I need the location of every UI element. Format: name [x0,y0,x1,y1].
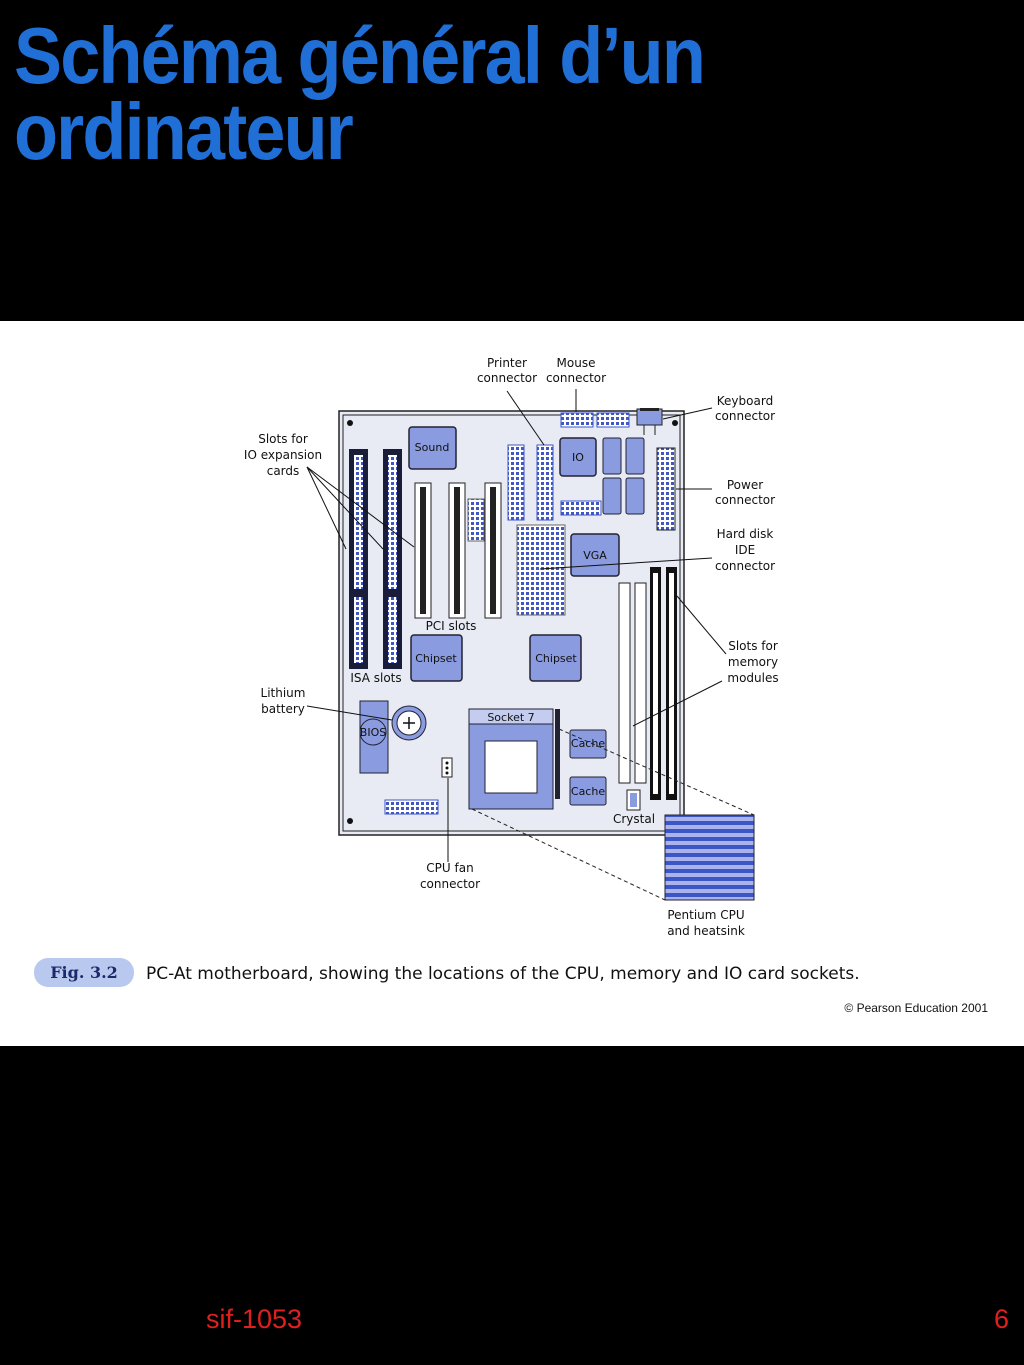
page-number: 6 [994,1304,1010,1334]
projection-line [471,808,666,901]
header-pins [560,500,602,516]
isa-slots-label: ISA slots [350,671,401,685]
memory-slot [666,567,677,800]
memory-slot [634,582,647,784]
title-line-2: ordinateur [14,87,354,176]
slide-title: Schéma général d’un ordinateur [14,16,914,172]
io-chip: IO [559,437,597,477]
cpu-fan-label: CPU fan [426,861,473,875]
printer-connector-label: connector [477,371,537,385]
title-line-1: Schéma général d’un [14,11,706,100]
figure-caption: PC-At motherboard, showing the locations… [146,964,860,984]
memory-slots-label: Slots for [728,639,778,653]
cache-label: Cache [571,737,605,750]
pci-slot [448,482,466,619]
pci-slot [414,482,432,619]
header-pins [384,799,439,815]
ide-connector [516,524,566,616]
memory-slots-label: modules [727,671,778,685]
io-slots-label: Slots for [258,432,308,446]
mount-hole [672,420,678,426]
memory-slots-label: memory [728,655,778,669]
power-connector [656,447,676,531]
chip [625,477,645,515]
bios-label: BIOS [360,726,386,739]
printer-connector [507,444,525,521]
mount-hole [347,420,353,426]
io-slots-label: IO expansion [244,448,322,462]
io-label: IO [572,451,584,464]
bios-chip: BIOS [359,700,389,774]
cache-chip: Cache [569,776,607,806]
motherboard-diagram: Sound IO VGA Chipset [34,356,988,1015]
printer-connector [536,444,554,521]
figure-panel: Sound IO VGA Chipset [0,321,1024,1046]
crystal-label: Crystal [613,812,655,826]
chipset-chip: Chipset [529,634,582,682]
sound-chip: Sound [408,426,457,470]
lithium-battery-label: battery [261,702,305,716]
socket7: Socket 7 [468,708,560,810]
copyright: © Pearson Education 2001 [844,1001,988,1015]
lithium-battery-label: Lithium [261,686,306,700]
keyboard-connector [636,408,663,435]
power-connector-label: Power [727,478,763,492]
isa-slot [383,449,402,669]
printer-connector-label: Printer [487,356,527,370]
pci-slots-label: PCI slots [426,619,477,633]
board-border [342,414,681,832]
pci-slot [484,482,502,619]
isa-slot [349,449,368,669]
fig-label-badge [34,958,134,987]
chipset-label: Chipset [415,652,457,665]
memory-slot [618,582,631,784]
cpu-fan-label: connector [420,877,480,891]
power-connector-label: connector [715,493,775,507]
mouse-connector-label: Mouse [557,356,596,370]
fig-label: Fig. 3.2 [50,963,118,982]
pentium-label: Pentium CPU [667,908,744,922]
mouse-connector [560,412,594,428]
leader-lines [306,389,727,862]
projection-line [558,728,755,816]
battery-icon [391,705,427,741]
footer-course-code: sif-1053 [206,1304,303,1334]
keyboard-connector-label: connector [715,409,775,423]
cache-chip: Cache [569,729,607,759]
mouse-connector [596,412,630,428]
chipset-chip: Chipset [410,634,463,682]
cache-label: Cache [571,785,605,798]
keyboard-connector-label: Keyboard [717,394,773,408]
hard-disk-label: Hard disk [717,527,774,541]
pentium-cpu-heatsink [664,814,755,901]
sound-label: Sound [415,441,450,454]
memory-slot [650,567,661,800]
pentium-label: and heatsink [667,924,745,938]
mount-hole [347,818,353,824]
socket7-label: Socket 7 [487,711,534,724]
chip [602,437,622,475]
chip [602,477,622,515]
mouse-connector-label: connector [546,371,606,385]
vga-label: VGA [583,549,607,562]
hard-disk-label: IDE [735,543,755,557]
hard-disk-label: connector [715,559,775,573]
chipset-label: Chipset [535,652,577,665]
header-pins [467,498,485,542]
io-slots-label: cards [267,464,300,478]
vga-chip: VGA [570,533,620,577]
chip [625,437,645,475]
